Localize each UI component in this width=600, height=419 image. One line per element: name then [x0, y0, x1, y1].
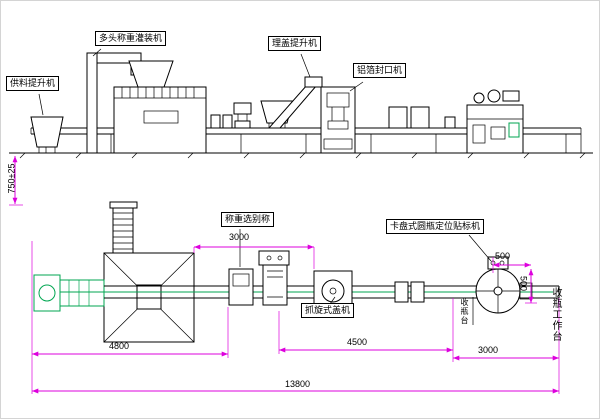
check-unit-side-view: [233, 102, 252, 129]
filler-callout-line: [92, 48, 102, 57]
capper-callout-line: [329, 296, 336, 305]
dim-500-b: 500: [518, 275, 529, 292]
dimension-lines: [31, 241, 560, 394]
bottles-plan: [394, 281, 425, 303]
feed-elevator-callout-line: [38, 93, 44, 116]
dim-500-a: 500: [495, 251, 511, 261]
label-foil-sealer: 铝箔封口机: [353, 63, 407, 79]
foil-sealer-callout-line: [349, 81, 364, 92]
label-capper: 抓旋式盖机: [301, 303, 355, 319]
labeler-callout-line: [468, 234, 492, 262]
cap-elevator-callout-line: [300, 53, 311, 78]
checkweigher-plan: [228, 229, 254, 306]
plan-view: [31, 201, 560, 394]
foil-sealer-machine: [320, 81, 364, 154]
dim-3000-top: 3000: [229, 232, 250, 242]
cap-elevator-machine: [260, 53, 323, 129]
label-bottle-table: 收瓶台: [460, 298, 469, 325]
label-bottle-worktable: 收瓶工作台: [550, 287, 561, 342]
dim-conveyor-height-line: [9, 156, 23, 206]
sealing-units-on-conveyor: [388, 106, 430, 129]
label-cap-elevator: 理盖提升机: [268, 36, 322, 52]
dim-13800: 13800: [285, 379, 311, 389]
bottles-on-conveyor: [210, 114, 456, 129]
label-multihead-filler: 多头称重灌装机: [95, 31, 167, 47]
feed-elevator-plan: [109, 201, 138, 259]
infeed-machine-plan: [33, 274, 105, 312]
dim-4500: 4500: [347, 337, 368, 347]
dim-conveyor-height: 750±25: [6, 163, 17, 194]
feed-elevator-machine: [30, 52, 142, 154]
label-checkweigher: 称重选别称: [221, 212, 275, 228]
side-elevation-view: [9, 48, 593, 206]
ground-hatching: [19, 152, 586, 159]
label-feed-elevator: 供料提升机: [6, 76, 60, 92]
dim-4800: 4800: [109, 341, 130, 351]
dim-3000-right: 3000: [478, 345, 499, 355]
labeler-side-view: [466, 89, 524, 154]
multihead-filler-machine: [92, 48, 207, 154]
label-labeler: 卡盘式圆瓶定位贴标机: [386, 219, 485, 235]
cap-feeder-plan: [258, 250, 290, 306]
